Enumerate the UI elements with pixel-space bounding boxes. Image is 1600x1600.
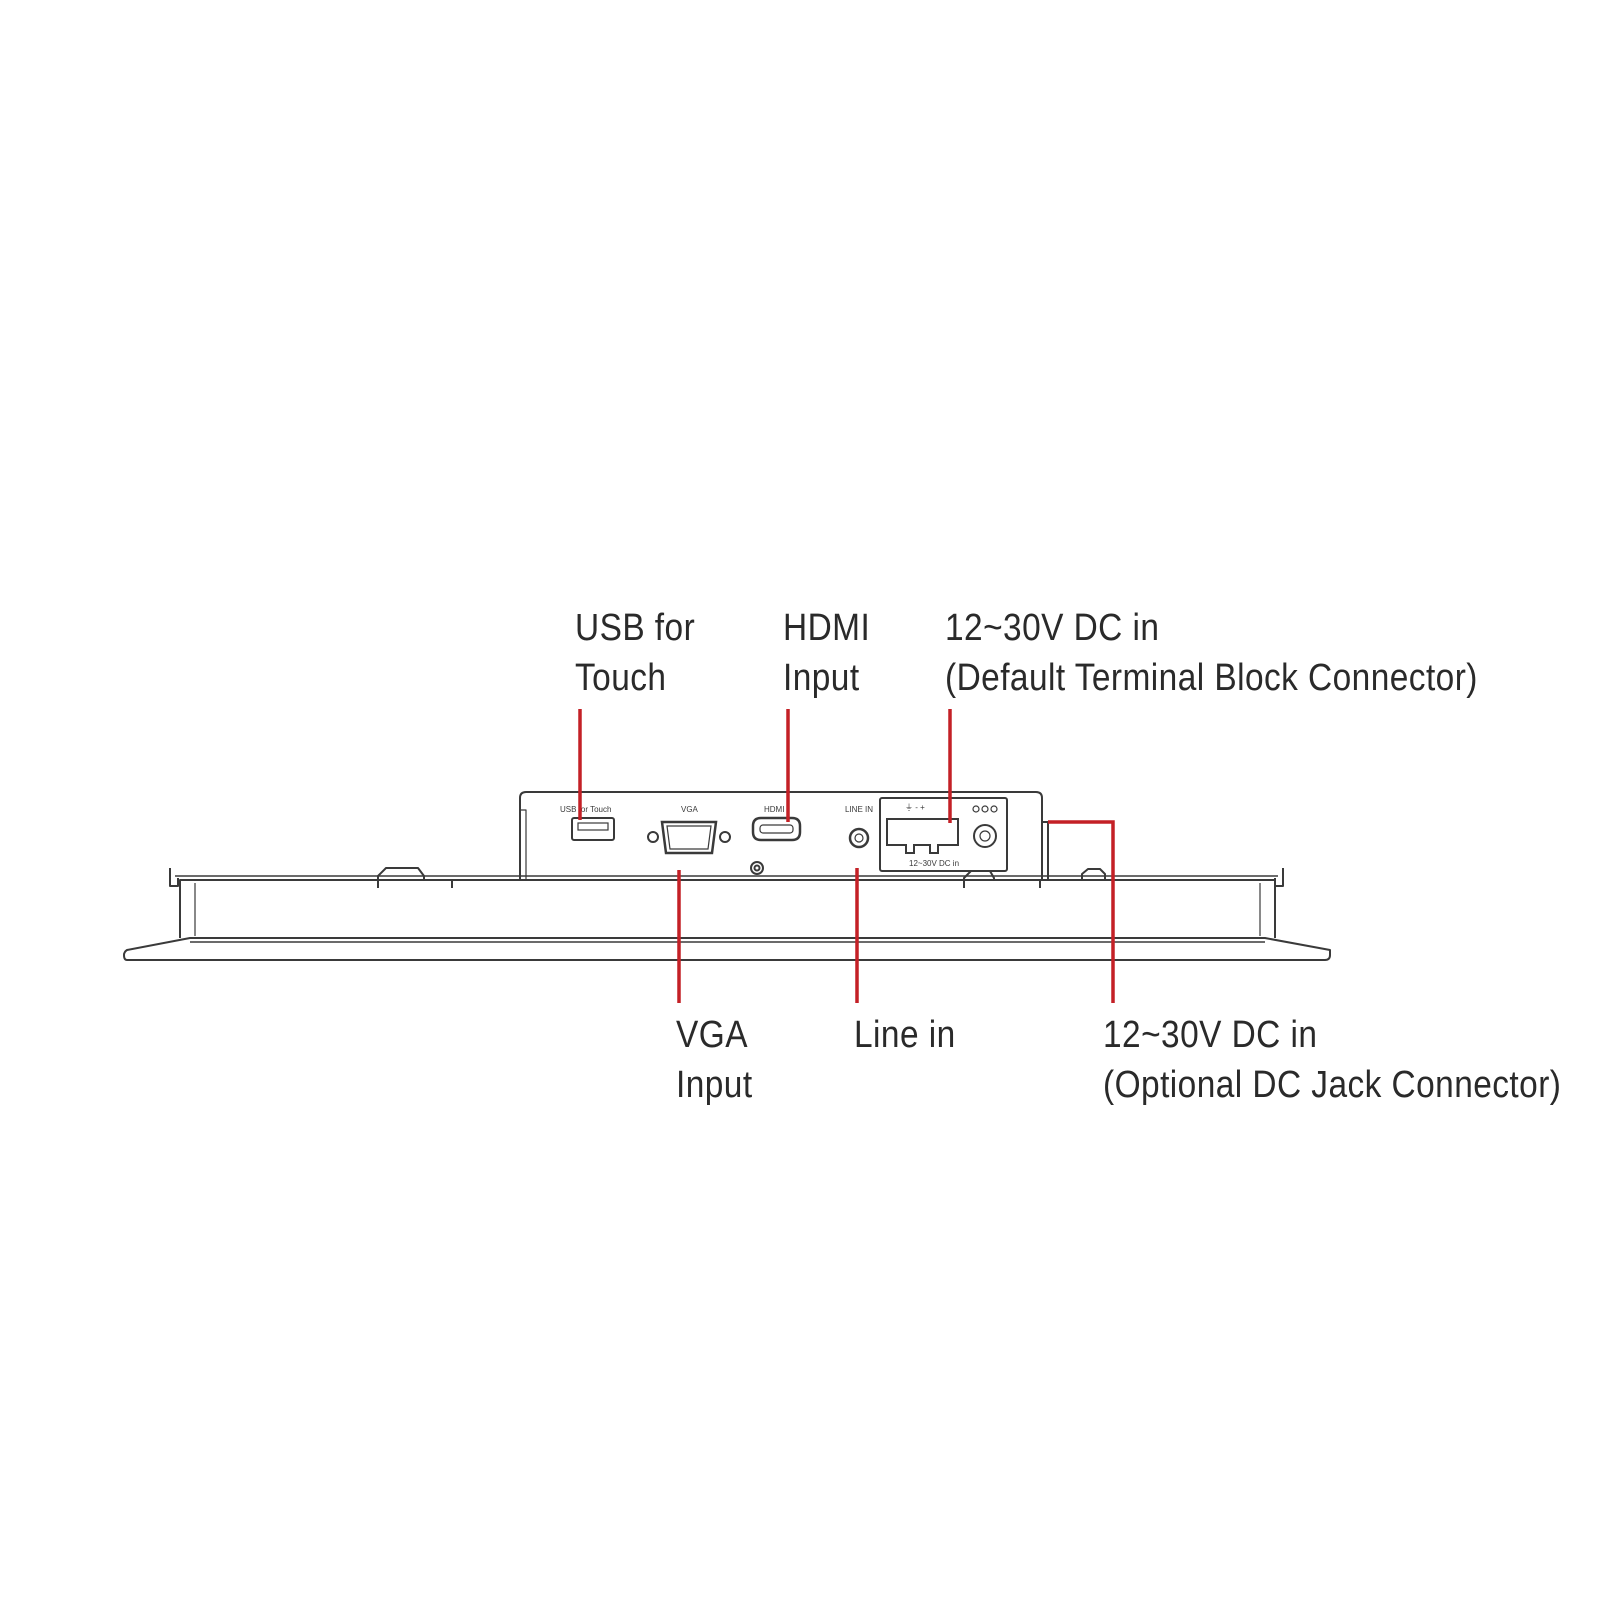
callout-dc-jack: 12~30V DC in (Optional DC Jack Connector… [1103, 1010, 1561, 1110]
usb-port-tongue [577, 822, 609, 831]
mount-tab-left [169, 868, 179, 887]
vga-port [647, 820, 731, 855]
callout-usb-touch: USB for Touch [575, 603, 695, 703]
clip-far-right [1081, 868, 1106, 880]
callout-vga-line1: VGA [676, 1014, 748, 1056]
terminal-block [886, 818, 959, 854]
usb-port [571, 817, 615, 841]
callout-vga-input: VGA Input [676, 1010, 753, 1110]
io-box-left-flange [520, 809, 527, 880]
polarity-symbol [972, 805, 998, 813]
hdmi-port [751, 816, 802, 842]
callout-terminal-line1: 12~30V DC in [945, 607, 1160, 649]
callout-dc-line1: 12~30V DC in [1103, 1014, 1318, 1056]
leader-dc-jack [1048, 820, 1115, 1003]
leader-lines [578, 709, 1115, 1003]
callout-hdmi-line1: HDMI [783, 607, 871, 649]
panel-label-usb: USB for Touch [560, 805, 611, 814]
callout-hdmi-input: HDMI Input [783, 603, 870, 703]
power-module [879, 797, 1008, 872]
callout-terminal-block: 12~30V DC in (Default Terminal Block Con… [945, 603, 1478, 703]
line-in-jack [848, 827, 870, 849]
panel-silkscreen: USB for Touch VGA HDMI LINE IN ⏚ - + 12~… [560, 803, 959, 868]
callout-line-in: Line in [854, 1010, 956, 1060]
mount-hole-inner [753, 864, 761, 872]
io-box [519, 791, 1043, 880]
front-bezel [123, 937, 1331, 961]
callout-line-in-line1: Line in [854, 1014, 956, 1056]
callout-terminal-line2: (Default Terminal Block Connector) [945, 657, 1478, 699]
callout-vga-line2: Input [676, 1064, 753, 1106]
callout-usb-line1: USB for [575, 607, 696, 649]
panel-label-line-in: LINE IN [845, 805, 873, 814]
clip-left [377, 867, 453, 888]
dc-jack [973, 824, 997, 848]
panel-label-terminal-rating: 12~30V DC in [909, 859, 959, 868]
panel-label-hdmi: HDMI [764, 805, 784, 814]
mount-hole [750, 861, 764, 875]
callout-hdmi-line2: Input [783, 657, 860, 699]
mount-tab-right [1274, 868, 1284, 887]
ports [571, 797, 1008, 875]
callout-dc-line2: (Optional DC Jack Connector) [1103, 1064, 1562, 1106]
chassis-body [179, 879, 1276, 938]
panel-label-vga: VGA [681, 805, 699, 814]
clip-right [963, 870, 1041, 888]
panel-label-terminal-symbols: ⏚ - + [905, 803, 925, 812]
callout-usb-line2: Touch [575, 657, 667, 699]
monitor-chassis [123, 791, 1331, 961]
